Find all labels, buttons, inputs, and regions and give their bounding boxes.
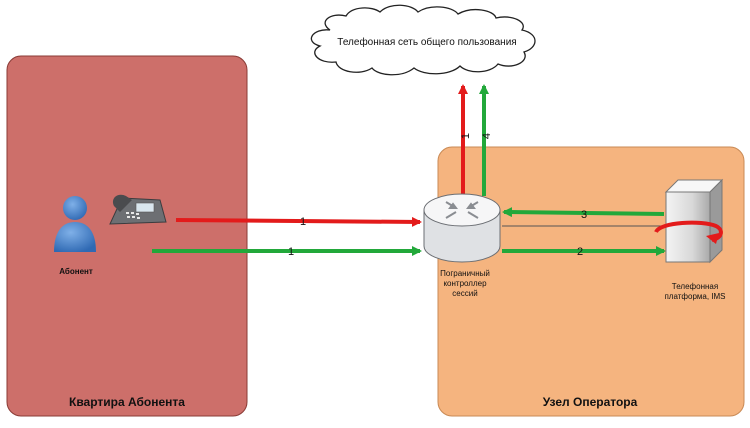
green-flow-number: 1 xyxy=(288,246,294,258)
red-arrow-to-sbc xyxy=(175,216,422,227)
sbc-label-line-1: Пограничный xyxy=(440,269,490,278)
apartment-zone xyxy=(6,55,248,417)
cloud-label: Телефонная сеть общего пользования xyxy=(337,36,516,48)
desk-phone-icon xyxy=(109,194,167,225)
green-up-number: 4 xyxy=(481,133,493,139)
session-border-controller-router-icon xyxy=(423,193,501,263)
apartment-zone-label: Квартира Абонента xyxy=(69,395,185,409)
cloud-shape xyxy=(310,4,536,76)
platform-to-sbc-number: 3 xyxy=(581,209,587,221)
sbc-label-line-3: сессий xyxy=(452,289,477,298)
red-up-number: 1 xyxy=(460,133,472,139)
subscriber-person-icon xyxy=(54,196,96,252)
operator-zone-label: Узел Оператора xyxy=(543,395,638,409)
sbc-label-line-2: контроллер xyxy=(443,279,487,288)
green-arrow-platform-to-sbc xyxy=(502,207,665,218)
platform-label-line-1: Телефонная xyxy=(672,282,718,291)
telephony-platform-server-icon xyxy=(654,178,724,264)
red-flow-number: 1 xyxy=(300,216,306,228)
sbc-to-platform-number: 2 xyxy=(577,246,583,258)
platform-label-line-2: платформа, IMS xyxy=(664,292,725,301)
subscriber-label: Абонент xyxy=(59,267,93,276)
